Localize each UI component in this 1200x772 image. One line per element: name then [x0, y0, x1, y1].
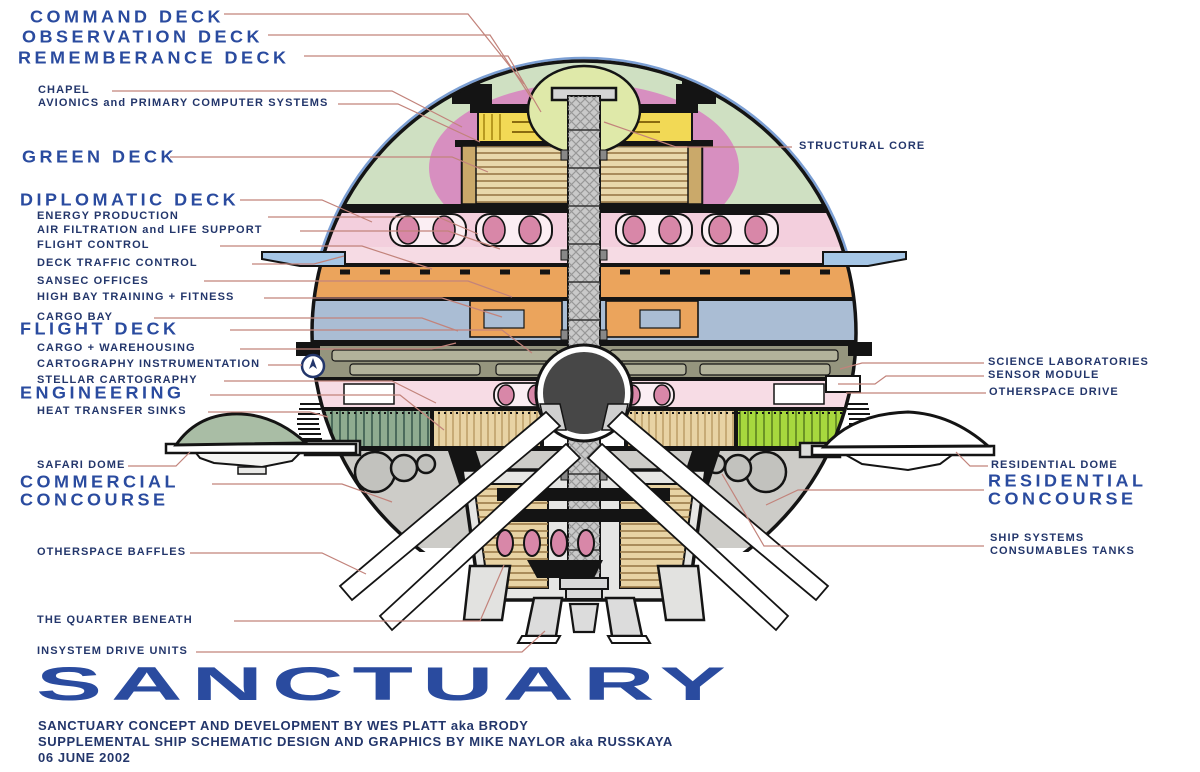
leader-structural-core — [603, 121, 792, 148]
dome-gondola — [193, 452, 303, 469]
heat-sink-combs-left — [297, 403, 322, 440]
dome-gondola — [842, 454, 955, 472]
highbay-cutout — [639, 309, 681, 329]
leader-high-bay — [264, 297, 503, 318]
leader-observation-deck — [268, 34, 533, 100]
concourse-port — [389, 453, 419, 483]
divider — [430, 411, 434, 446]
otherspace-baffles — [338, 403, 830, 632]
flight-deck-bar — [609, 349, 839, 362]
dome-edge — [319, 56, 849, 252]
leader-avionics — [338, 103, 481, 143]
sanctuary-ship — [164, 56, 996, 644]
cartography-module — [343, 383, 395, 405]
slat-column — [461, 145, 477, 205]
flight-deck-bar — [349, 363, 481, 376]
engine-support — [462, 564, 512, 622]
quarter-tank-oval — [550, 529, 568, 557]
leader-sansec-offices — [204, 280, 513, 298]
leader-green-deck — [170, 156, 489, 173]
energy-capsules — [389, 213, 779, 247]
flight-deck-bar — [331, 349, 559, 362]
concourse-port — [744, 450, 788, 494]
chapel-slats — [483, 114, 501, 140]
leader-cargo-warehousing — [240, 342, 457, 350]
hull-emblem-glyph — [309, 358, 317, 369]
concourse-port — [723, 453, 753, 483]
leader-residential-dome — [955, 451, 988, 467]
slat-column — [687, 145, 703, 205]
residential-dome-assembly — [798, 410, 996, 472]
leader-chapel — [112, 90, 463, 128]
residential-dome-shell — [820, 410, 992, 449]
leader-engineering — [210, 394, 445, 431]
leader-lines — [112, 13, 988, 653]
leader-command-deck — [224, 13, 525, 85]
leader-residential-concourse — [765, 489, 984, 506]
insystem-drive-units — [462, 564, 706, 644]
baffle-spike — [586, 442, 790, 632]
docking-fin-left — [261, 251, 346, 267]
leader-otherspace-baffles — [190, 552, 367, 575]
leader-cargo-bay — [154, 317, 459, 332]
leader-diplomatic-deck — [240, 199, 373, 223]
engine-stack — [565, 588, 603, 600]
leader-ship-systems — [721, 473, 984, 547]
leader-stellar-cartography — [224, 380, 437, 404]
leader-commercial-concourse — [212, 483, 393, 503]
ship-logo: SANCTUARY — [36, 656, 735, 710]
engine-mount — [527, 560, 603, 578]
engine-skid — [516, 635, 562, 644]
leader-air-filtration — [300, 230, 501, 250]
leader-quarter-beneath — [234, 564, 505, 622]
leader-insystem-drive-units — [196, 630, 546, 653]
leader-flight-control — [220, 245, 433, 270]
leader-safari-dome — [128, 451, 191, 467]
dome-gondola-pod — [237, 466, 267, 475]
credit-line-2: SUPPLEMENTAL SHIP SCHEMATIC DESIGN AND G… — [38, 734, 673, 749]
safari-dome-shell — [173, 412, 310, 447]
baffle-spike — [338, 410, 562, 602]
credit-line-1: SANCTUARY CONCEPT AND DEVELOPMENT BY WES… — [38, 718, 529, 733]
leader-rememberance-deck — [304, 55, 542, 113]
leader-heat-transfer-sinks — [208, 411, 329, 418]
leader-flight-deck — [230, 329, 533, 354]
engine-bell — [524, 596, 564, 638]
quarter-tank-oval — [496, 529, 514, 557]
quarter-tank-oval — [577, 529, 595, 557]
leader-deck-traffic-control — [252, 255, 345, 265]
baffle-spike — [378, 442, 582, 632]
tank-oval — [653, 384, 671, 406]
hull-outline — [310, 59, 858, 552]
concourse-port — [415, 453, 437, 475]
cartography-module — [773, 383, 825, 405]
engine-bell — [568, 602, 600, 634]
bracket-tooth — [458, 76, 466, 84]
flight-deck-bar — [699, 363, 831, 376]
engine-skid — [606, 635, 652, 644]
leader-science-laboratories — [839, 362, 984, 370]
baffle-spike — [606, 410, 830, 602]
engine-support — [656, 564, 706, 622]
quarter-tank-oval — [523, 529, 541, 557]
credit-date: 06 JUNE 2002 — [38, 750, 131, 765]
divider — [734, 411, 738, 446]
safari-dome-assembly — [164, 412, 362, 475]
leader-energy-production — [268, 216, 479, 235]
hull-wing — [848, 342, 872, 356]
tank-oval — [497, 384, 515, 406]
engine-stack — [559, 577, 609, 590]
engine-bell — [604, 596, 644, 638]
leader-sensor-module — [838, 375, 984, 385]
docking-fin-right — [822, 251, 907, 267]
